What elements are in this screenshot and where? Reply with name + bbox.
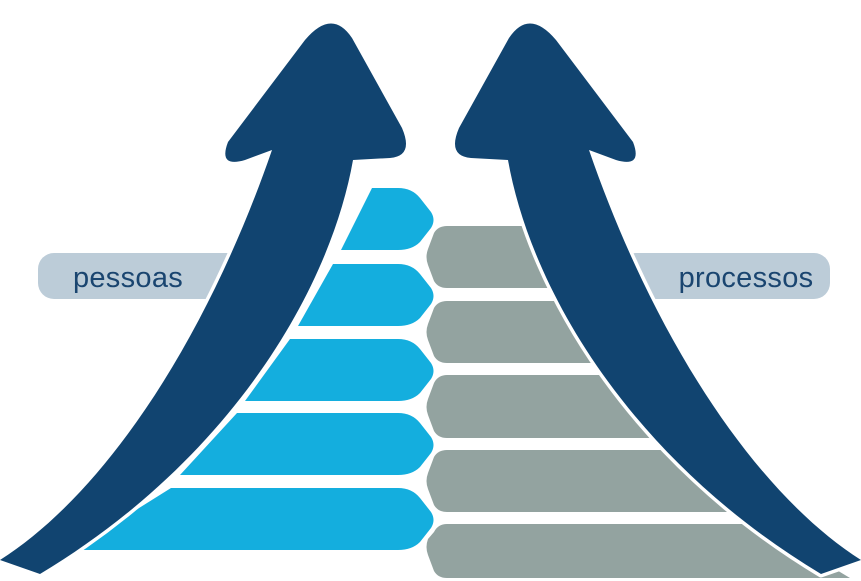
left-growth-arrow bbox=[0, 20, 410, 578]
right-growth-arrow bbox=[451, 20, 861, 578]
people-step-2 bbox=[298, 264, 434, 326]
people-step-5 bbox=[72, 488, 434, 550]
process-step-2 bbox=[426, 301, 604, 363]
left-label: pessoas bbox=[73, 262, 183, 294]
process-step-5 bbox=[426, 524, 850, 578]
process-step-3 bbox=[426, 375, 660, 438]
people-step-4 bbox=[180, 413, 434, 475]
process-steps bbox=[426, 226, 850, 578]
process-step-4 bbox=[426, 450, 742, 512]
left-label-tab bbox=[38, 253, 253, 299]
process-step-1 bbox=[426, 226, 560, 288]
people-step-3 bbox=[245, 339, 434, 401]
right-label-tab bbox=[620, 253, 830, 299]
right-label: processos bbox=[679, 262, 814, 294]
people-step-1 bbox=[341, 188, 434, 250]
people-steps bbox=[72, 188, 434, 550]
